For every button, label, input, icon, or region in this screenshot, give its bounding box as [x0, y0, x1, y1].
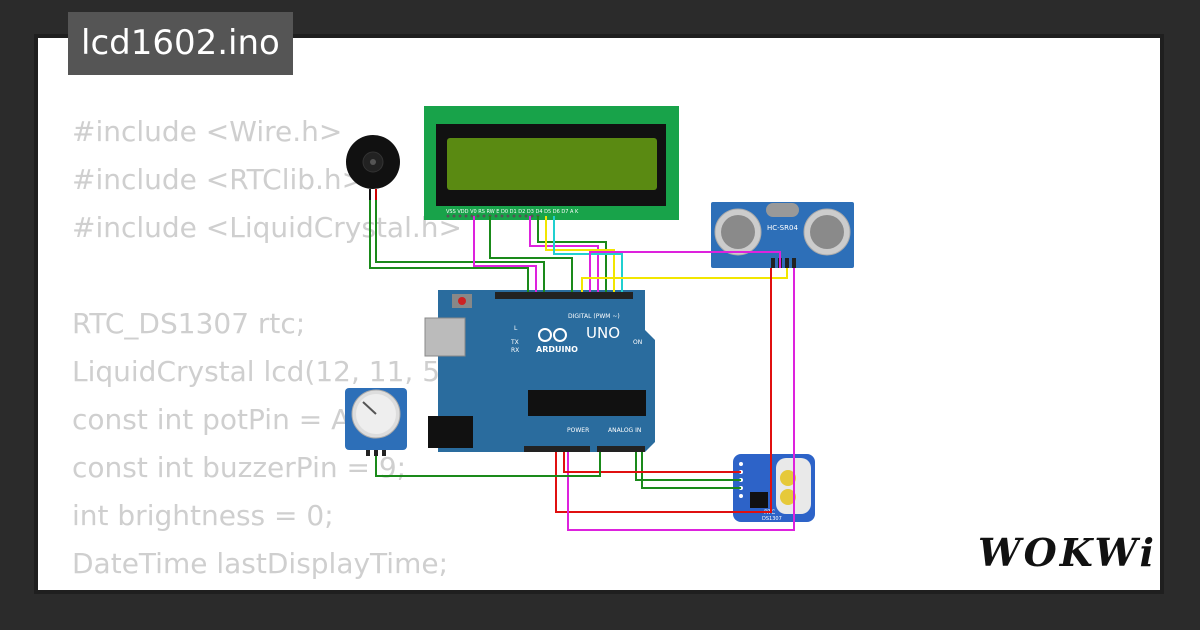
- ultrasonic-model-label: HC-SR04: [767, 224, 798, 232]
- usb-port: [424, 317, 466, 357]
- digital-label: DIGITAL (PWM ~): [568, 313, 620, 320]
- code-line: const int buzzerPin = 9;: [72, 451, 407, 484]
- lcd-1602[interactable]: VSS VDD V0 RS RW E D0 D1 D2 D3 D4 D5 D6 …: [424, 106, 679, 220]
- buzzer[interactable]: [346, 135, 400, 200]
- wokwi-logo: WOKWi: [978, 530, 1157, 575]
- reset-button: [458, 297, 466, 305]
- code-line: int brightness = 0;: [72, 499, 334, 532]
- uno-label: UNO: [586, 324, 620, 342]
- code-line: DateTime lastDisplayTime;: [72, 547, 449, 580]
- arduino-brand: ARDUINO: [536, 345, 578, 354]
- code-line: RTC_DS1307 rtc;: [72, 307, 306, 340]
- arduino-uno[interactable]: DIGITAL (PWM ~) UNO ARDUINO ON L TX RX P…: [424, 290, 655, 452]
- wires: [369, 200, 795, 531]
- tx-led-label: TX: [510, 339, 519, 346]
- code-line: #include <LiquidCrystal.h>: [72, 211, 462, 244]
- power-label: POWER: [567, 427, 589, 434]
- lcd-pin-labels: VSS VDD V0 RS RW E D0 D1 D2 D3 D4 D5 D6 …: [446, 209, 579, 215]
- analog-label: ANALOG IN: [608, 427, 641, 434]
- rtc-chip: [750, 492, 768, 508]
- atmega-chip: [528, 390, 646, 416]
- code-line: LiquidCrystal lcd(12, 11, 5: [72, 355, 441, 388]
- power-jack: [428, 416, 473, 448]
- potentiometer[interactable]: [345, 388, 407, 456]
- digital-header: [495, 292, 633, 299]
- code-listing: #include <Wire.h> #include <RTClib.h> #inc…: [72, 108, 646, 590]
- code-line: #include <Wire.h>: [72, 115, 343, 148]
- code-line: #include <RTClib.h>: [72, 163, 366, 196]
- power-header: [524, 446, 590, 452]
- l-led-label: L: [514, 325, 518, 332]
- rtc-model-label: DS1307: [762, 516, 782, 522]
- rx-led-label: RX: [511, 347, 519, 354]
- file-title: lcd1602.ino: [68, 12, 293, 75]
- analog-header: [597, 446, 645, 452]
- ultrasonic-sensor[interactable]: HC-SR04: [711, 202, 854, 268]
- on-label: ON: [633, 339, 642, 346]
